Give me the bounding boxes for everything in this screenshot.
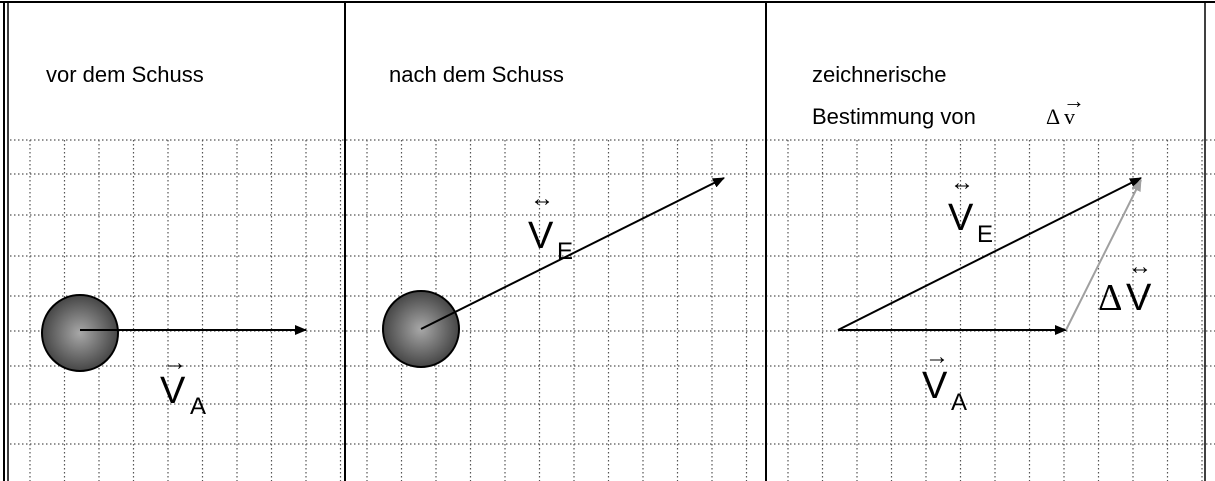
panel-header-after: nach dem Schuss xyxy=(389,62,564,87)
label-ve-subscript: E xyxy=(977,221,993,248)
construction-vector-ve xyxy=(837,177,1142,331)
label-delta-v-arrow: ↔ xyxy=(1128,253,1152,280)
label-va-letter: V xyxy=(160,370,186,412)
label-ve-panel2: V E ↔ xyxy=(528,185,573,265)
label-va-panel1: V A → xyxy=(160,349,206,420)
header-v-arrow: → xyxy=(1063,88,1085,113)
header-v-glyph: v xyxy=(1064,104,1075,129)
ball xyxy=(41,294,119,372)
panel-header-before: vor dem Schuss xyxy=(46,62,204,87)
label-ve-letter: V xyxy=(528,215,554,257)
label-va-arrow: → xyxy=(925,343,949,370)
label-va-panel3: V A → xyxy=(922,343,967,416)
grid xyxy=(10,139,1215,481)
label-va-subscript: A xyxy=(951,389,967,416)
construction-vector-delta-v xyxy=(1065,179,1142,331)
header-delta-v-symbol: Δ v → xyxy=(1046,88,1085,129)
label-delta-glyph: Δ xyxy=(1098,277,1122,319)
label-ve-letter: V xyxy=(948,197,974,239)
panel-header-construction-line1: zeichnerische xyxy=(812,62,947,87)
panel-header-construction-line2: Bestimmung von xyxy=(812,104,976,129)
label-va-arrow: → xyxy=(163,349,187,376)
header-delta-glyph: Δ xyxy=(1046,104,1060,129)
label-delta-v-letter: V xyxy=(1126,277,1152,319)
label-va-letter: V xyxy=(922,365,948,407)
label-ve-panel3: V E ↔ xyxy=(948,169,993,248)
velocity-vector-ve xyxy=(420,177,725,330)
label-ve-arrow: ↔ xyxy=(950,169,974,196)
label-ve-arrow: ↔ xyxy=(530,185,554,212)
label-va-subscript: A xyxy=(190,393,206,420)
label-ve-subscript: E xyxy=(557,238,573,265)
label-delta-v: Δ V ↔ xyxy=(1098,253,1152,319)
